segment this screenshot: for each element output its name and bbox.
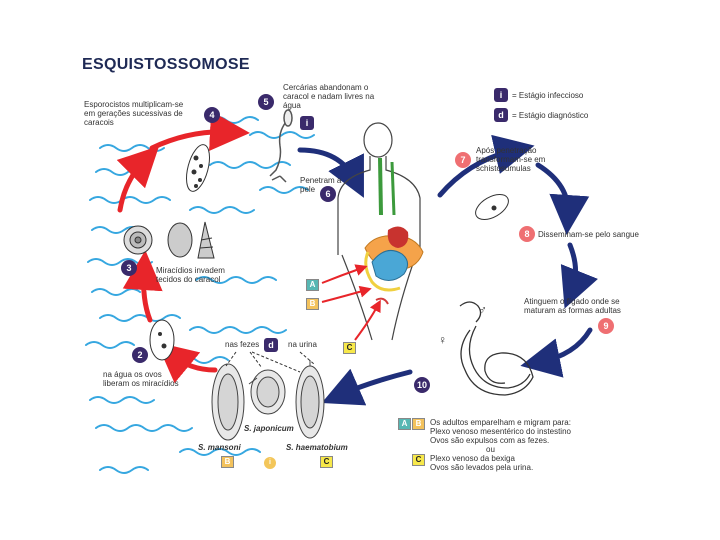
miracidium-illustration (149, 319, 175, 361)
step-8-text: Disseminam-se pelo sangue (538, 230, 639, 239)
route-b-box: B (306, 298, 319, 310)
infectious-stage-symbol: i (494, 88, 508, 102)
route-c-box: C (343, 342, 356, 354)
step-8-badge: 8 (519, 226, 535, 242)
diagnostic-stage-label: = Estágio diagnóstico (512, 111, 589, 120)
red-cycle-arrows (116, 111, 250, 384)
na-urina-label: na urina (288, 340, 317, 349)
male-symbol: ♂ (478, 303, 487, 317)
sporocyst-illustration (186, 144, 210, 192)
diagnostic-stage-symbol: d (494, 108, 508, 122)
s-haematobium-box: C (320, 456, 333, 468)
step-4-badge: 4 (204, 107, 220, 123)
route-a-box: A (306, 279, 319, 291)
eggs-illustration (211, 360, 325, 441)
cercaria-illustration (269, 109, 293, 183)
step-6-badge: 6 (320, 186, 336, 202)
female-symbol: ♀ (438, 333, 447, 347)
nas-fezes-label: nas fezes (225, 340, 260, 349)
human-body (337, 122, 421, 341)
step-9-badge: 9 (598, 318, 614, 334)
bottom-c-box: C (412, 454, 425, 466)
bottom-legend-text-1: Os adultos emparelham e migram para: Ple… (430, 418, 571, 472)
egg-diagnostic-symbol: d (264, 338, 278, 352)
s-mansoni-box: B (221, 456, 234, 468)
step-2-badge: 2 (132, 347, 148, 363)
step-5-badge: 5 (258, 94, 274, 110)
water-waves (85, 116, 315, 474)
body-organs (364, 157, 424, 305)
s-haematobium-label: S. haematobium (286, 443, 348, 452)
snail-illustrations (123, 221, 215, 259)
step-10-badge: 10 (414, 377, 430, 393)
infectious-stage-label: = Estágio infeccioso (512, 91, 584, 100)
adult-worms-illustration (459, 301, 534, 396)
step-3-badge: 3 (121, 260, 137, 276)
s-japonicum-label: S. japonicum (244, 424, 294, 433)
s-japonicum-box: i (264, 457, 276, 469)
bottom-a-box: A (398, 418, 411, 430)
step-7-badge: 7 (455, 152, 471, 168)
cercaria-infectious-symbol: i (300, 116, 314, 130)
diagram-title: ESQUISTOSSOMOSE (82, 56, 250, 73)
s-mansoni-label: S. mansoni (198, 443, 241, 452)
bottom-b-box: B (412, 418, 425, 430)
blue-cycle-arrows (297, 134, 598, 406)
schistosomulum-illustration (475, 194, 509, 220)
